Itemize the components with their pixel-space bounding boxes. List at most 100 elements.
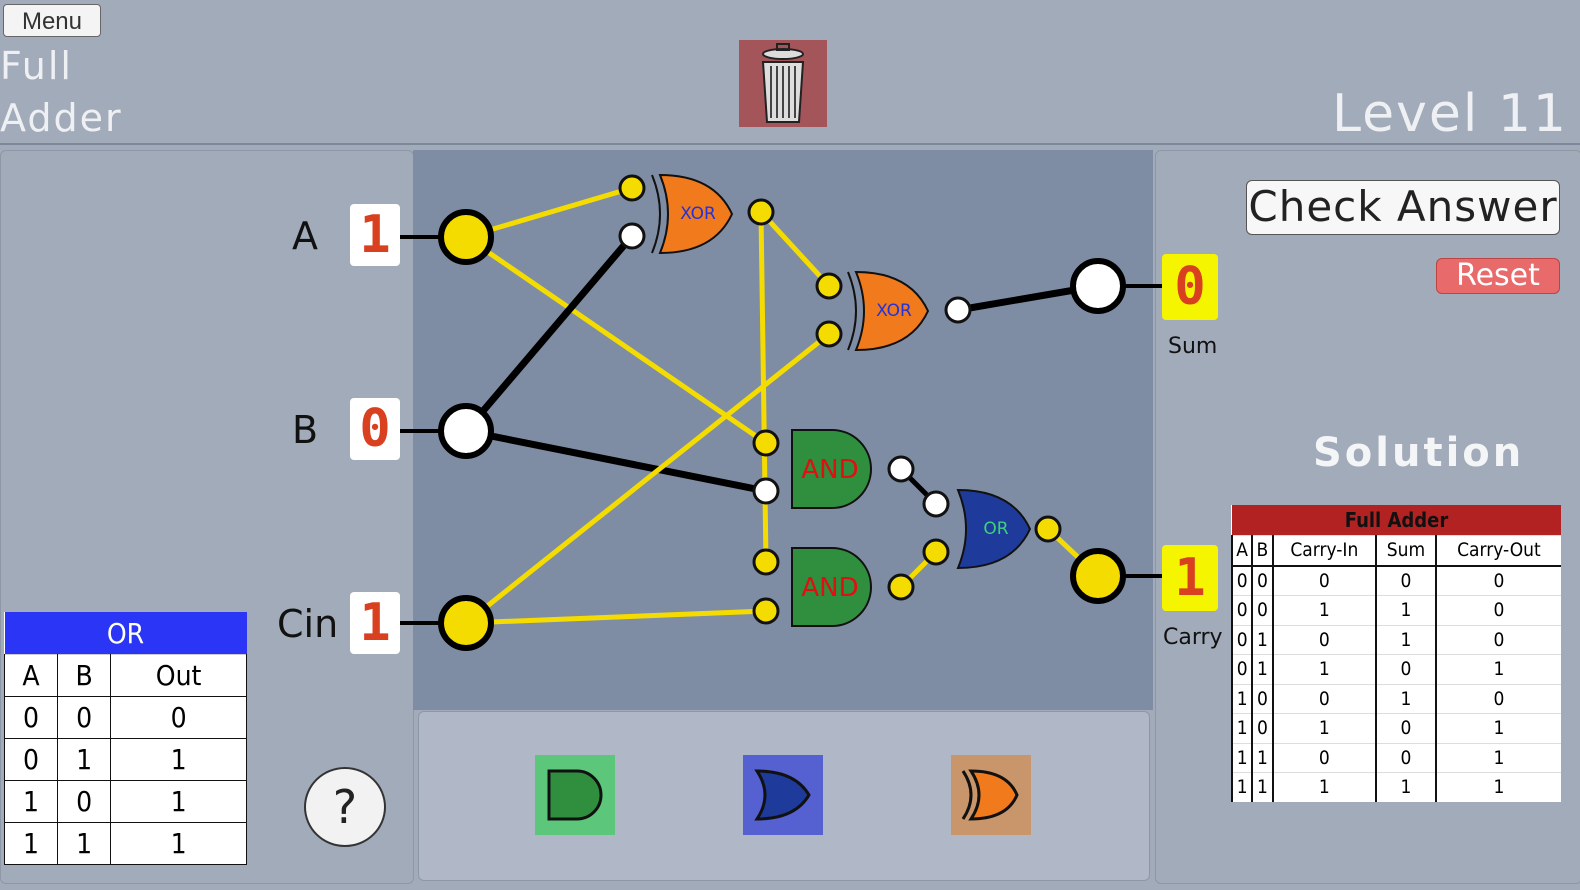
table-cell: 0	[1251, 683, 1273, 714]
column-header: Out	[110, 654, 247, 697]
gate-pin[interactable]	[887, 455, 915, 483]
output-label-sum: Sum	[1168, 334, 1218, 359]
gate-pin[interactable]	[618, 174, 646, 202]
table-cell: 0	[1434, 565, 1561, 596]
table-cell: 1	[1271, 654, 1377, 684]
input-display-b[interactable]: 0	[350, 398, 400, 460]
table-cell: 0	[1251, 595, 1273, 625]
wire[interactable]	[463, 233, 635, 434]
trash-bin[interactable]	[739, 40, 827, 127]
column-header: A	[1230, 535, 1253, 567]
gate-pin[interactable]	[815, 320, 843, 348]
table-cell: 1	[1251, 654, 1273, 684]
gate-pin[interactable]	[752, 477, 780, 505]
gate-pin[interactable]	[887, 573, 915, 601]
table-cell: 0	[1375, 742, 1436, 773]
gate-pin[interactable]	[752, 597, 780, 625]
xor-gate[interactable]: XOR	[651, 173, 734, 255]
output-label-carry: Carry	[1163, 625, 1223, 650]
wire[interactable]	[464, 332, 831, 625]
table-cell: 1	[1375, 772, 1436, 802]
gate-pin[interactable]	[815, 272, 843, 300]
input-node-a[interactable]	[438, 209, 494, 265]
table-cell: 1	[1375, 683, 1436, 714]
gate-pin[interactable]	[922, 490, 950, 518]
and-gate[interactable]: AND	[791, 547, 872, 627]
column-header: A	[3, 654, 59, 697]
input-display-a[interactable]: 1	[350, 204, 400, 266]
gate-pin[interactable]	[944, 296, 972, 324]
table-cell: 0	[1251, 713, 1273, 743]
column-header: Sum	[1375, 535, 1436, 567]
table-cell: 1	[1271, 713, 1377, 743]
table-cell: 0	[1251, 565, 1273, 596]
column-header: Carry-Out	[1434, 535, 1561, 567]
table-cell: 0	[1434, 683, 1561, 714]
gate-pin[interactable]	[922, 538, 950, 566]
table-cell: 1	[3, 780, 59, 823]
menu-button[interactable]: Menu	[3, 4, 101, 37]
table-title: OR	[4, 612, 247, 655]
table-cell: 0	[57, 696, 112, 739]
input-display-cin[interactable]: 1	[350, 592, 400, 654]
wire[interactable]	[465, 185, 633, 240]
gate-pin[interactable]	[752, 429, 780, 457]
or-gate[interactable]: OR	[956, 488, 1032, 570]
table-cell: 0	[1434, 595, 1561, 625]
column-header: B	[1251, 535, 1273, 567]
gate-pin[interactable]	[1034, 515, 1062, 543]
reset-button[interactable]: Reset	[1436, 258, 1560, 294]
help-button[interactable]: ?	[304, 767, 386, 847]
table-cell: 1	[1251, 624, 1273, 655]
gate-pin[interactable]	[752, 548, 780, 576]
input-label-b: B	[292, 408, 319, 452]
gate-label: XOR	[876, 301, 912, 321]
wire[interactable]	[759, 210, 831, 288]
table-cell: 0	[57, 780, 112, 823]
gate-label: OR	[983, 519, 1008, 539]
table-cell: 0	[1271, 565, 1377, 596]
wire[interactable]	[465, 608, 767, 626]
table-cell: 1	[1271, 772, 1377, 802]
wire[interactable]	[465, 427, 767, 495]
input-node-b[interactable]	[438, 403, 494, 459]
xor-gate[interactable]: XOR	[847, 270, 930, 352]
wire[interactable]	[758, 211, 769, 563]
table-cell: 1	[1230, 713, 1253, 743]
circuit-canvas[interactable]	[413, 150, 1153, 710]
output-node-carry[interactable]	[1070, 548, 1126, 604]
table-cell: 1	[1230, 742, 1253, 773]
wire[interactable]	[464, 234, 768, 446]
table-cell: 0	[1230, 654, 1253, 684]
tray-or-gate[interactable]	[743, 755, 823, 835]
gate-pin[interactable]	[747, 198, 775, 226]
input-label-cin: Cin	[277, 602, 339, 646]
table-cell: 1	[110, 780, 247, 823]
output-display-sum: 0	[1162, 254, 1218, 320]
check-answer-button[interactable]: Check Answer	[1246, 180, 1560, 235]
table-cell: 1	[110, 738, 247, 781]
table-cell: 1	[57, 822, 112, 865]
output-node-sum[interactable]	[1070, 258, 1126, 314]
and-gate[interactable]: AND	[791, 429, 872, 509]
gate-pin[interactable]	[618, 222, 646, 250]
puzzle-title-line1: Full	[0, 44, 73, 88]
table-cell: 0	[110, 696, 247, 739]
table-cell: 1	[1434, 713, 1561, 743]
input-node-cin[interactable]	[438, 595, 494, 651]
table-cell: 0	[3, 696, 59, 739]
xor-gate-icon	[961, 769, 1019, 821]
table-cell: 1	[1434, 654, 1561, 684]
tray-and-gate[interactable]	[535, 755, 615, 835]
table-cell: 0	[1434, 624, 1561, 655]
table-cell: 1	[1375, 595, 1436, 625]
tray-xor-gate[interactable]	[951, 755, 1031, 835]
header-divider	[0, 143, 1580, 145]
